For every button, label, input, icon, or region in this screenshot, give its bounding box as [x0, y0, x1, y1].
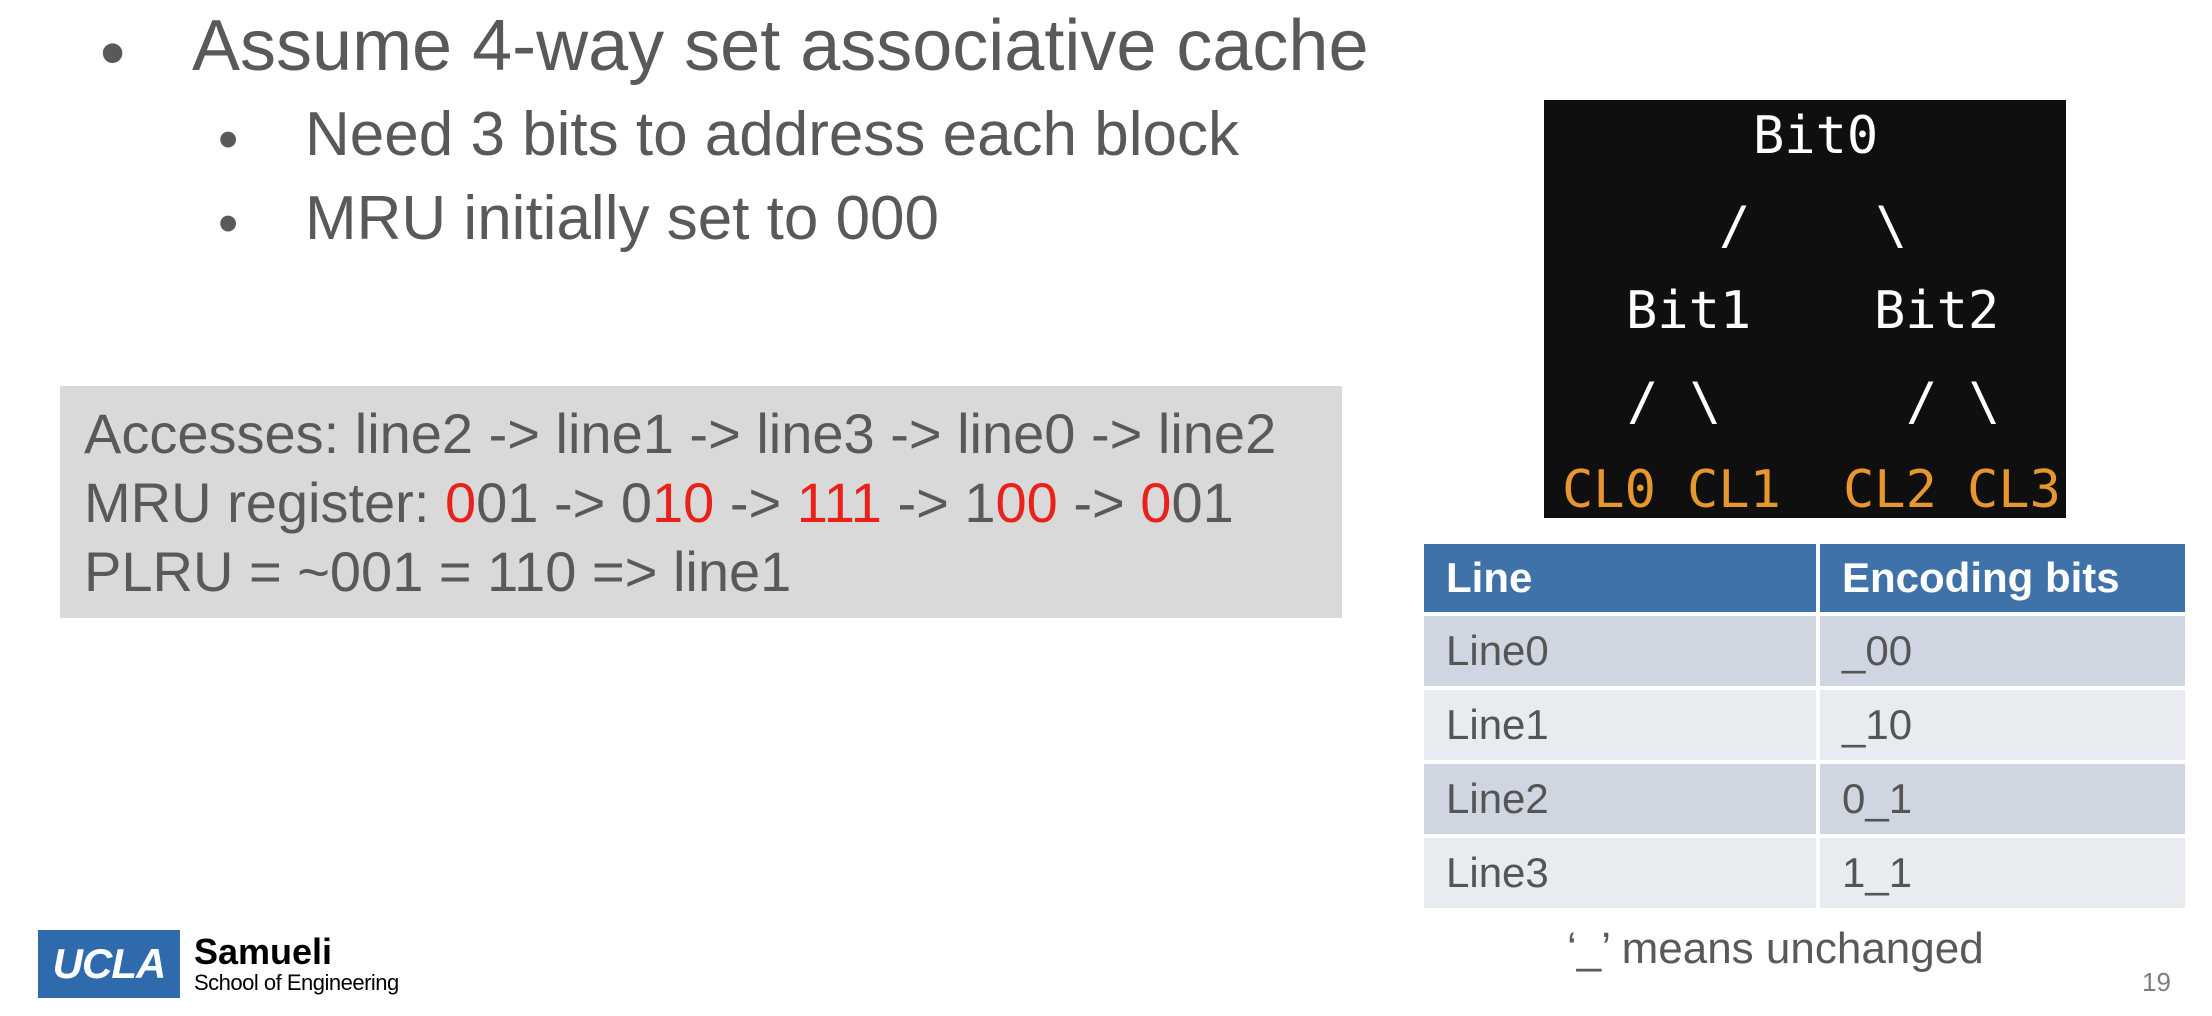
encoding-table: Line Encoding bits Line0 _00 Line1 _10 L…	[1420, 540, 2189, 912]
bullet-sub-1: Need 3 bits to address each block	[305, 100, 1239, 169]
tree-node-right: Bit2	[1874, 281, 2000, 341]
bullet-main: Assume 4-way set associative cache	[192, 6, 1369, 86]
table-row: Line3 1_1	[1424, 838, 2185, 908]
mru-register-line: MRU register: 001 -> 010 -> 111 -> 100 -…	[84, 475, 1234, 531]
page-number: 19	[2142, 967, 2171, 997]
mru-step-4: 100	[964, 471, 1058, 534]
unchanged-note: ‘_’ means unchanged	[1567, 924, 1984, 973]
bullet-dot: •	[218, 191, 239, 256]
ucla-logo-mark: UCLA	[38, 930, 180, 998]
cell-encoding: _10	[1820, 690, 2185, 760]
tree-left-branches: / \	[1627, 372, 1721, 432]
bullet-sub-2: MRU initially set to 000	[305, 184, 940, 253]
tree-right-branches: / \	[1906, 372, 2000, 432]
tree-leaf-cl2: CL2	[1843, 460, 1937, 520]
tree-root-branches: / \	[1719, 196, 1907, 256]
tree-leaf-cl0: CL0	[1562, 460, 1656, 520]
mru-step-3: 111	[796, 471, 882, 534]
mru-step-2: 010	[620, 471, 715, 534]
mru-arrow: ->	[714, 471, 797, 534]
cell-line: Line2	[1424, 764, 1816, 834]
mru-arrow: ->	[881, 471, 965, 534]
mru-arrow: ->	[1057, 471, 1141, 534]
table-row: Line1 _10	[1424, 690, 2185, 760]
tree-root: Bit0	[1753, 106, 1879, 166]
bullet-dot: •	[100, 13, 126, 93]
accesses-line: Accesses: line2 -> line1 -> line3 -> lin…	[84, 402, 1277, 465]
table-row: Line0 _00	[1424, 616, 2185, 686]
plru-tree-diagram: Bit0 / \ Bit1 Bit2 / \ / \ CL0 CL1 CL2 C…	[1544, 100, 2066, 518]
cell-line: Line0	[1424, 616, 1816, 686]
mru-label: MRU register:	[84, 471, 445, 534]
mru-step-5: 001	[1140, 471, 1234, 534]
tree-node-left: Bit1	[1626, 281, 1752, 341]
table-row: Line2 0_1	[1424, 764, 2185, 834]
cell-line: Line1	[1424, 690, 1816, 760]
mru-step-1: 001	[444, 471, 539, 534]
logo-name: Samueli	[194, 931, 333, 972]
table-header-row: Line Encoding bits	[1424, 544, 2185, 612]
tree-leaf-cl3: CL3	[1967, 460, 2061, 520]
header-encoding-bits: Encoding bits	[1820, 544, 2185, 612]
bullet-dot: •	[218, 107, 239, 172]
plru-line: PLRU = ~001 = 110 => line1	[84, 540, 792, 603]
accesses-box: Accesses: line2 -> line1 -> line3 -> lin…	[60, 386, 1342, 618]
cell-line: Line3	[1424, 838, 1816, 908]
header-line: Line	[1424, 544, 1816, 612]
cell-encoding: 0_1	[1820, 764, 2185, 834]
mru-arrow: ->	[538, 471, 621, 534]
cell-encoding: 1_1	[1820, 838, 2185, 908]
cell-encoding: _00	[1820, 616, 2185, 686]
logo-subtitle: School of Engineering	[194, 970, 399, 995]
tree-leaf-cl1: CL1	[1687, 460, 1781, 520]
